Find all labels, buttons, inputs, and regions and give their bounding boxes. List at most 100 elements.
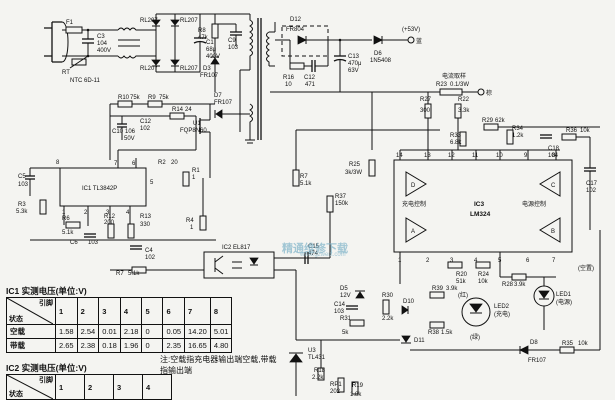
value-d7: FR107 bbox=[214, 100, 233, 106]
label-rl207-2: RL207 bbox=[180, 18, 198, 24]
value-r36: 10k bbox=[580, 128, 591, 134]
pin-ic1-8: 8 bbox=[56, 160, 60, 166]
value-c18: 104 bbox=[548, 153, 559, 159]
value-u1: FQP8N60 bbox=[180, 128, 207, 134]
value-r34: 1.2k bbox=[512, 133, 524, 139]
value-r2: 20 bbox=[171, 160, 178, 166]
value-c4: 102 bbox=[145, 255, 156, 261]
label-r31: R31 bbox=[340, 316, 352, 322]
value-d12: FR804 bbox=[286, 27, 305, 33]
output-terminal-negative bbox=[477, 88, 485, 96]
label-r30: R30 bbox=[382, 293, 394, 299]
pin-header: 8 bbox=[209, 297, 233, 325]
label-c12-out: C12 bbox=[304, 75, 316, 81]
primary-control-section: R10 75k R9 75k R14 24 C12 102 C10 106 50… bbox=[16, 95, 216, 277]
value-r24: 10k bbox=[478, 279, 489, 285]
label-d8: D8 bbox=[530, 340, 538, 346]
label-rl207-1: RL207 bbox=[140, 18, 158, 24]
pin-header: 1 bbox=[55, 374, 85, 400]
label-c10: C10 bbox=[112, 129, 124, 135]
ac-plug-icon bbox=[44, 21, 62, 63]
pin-ic1-7: 7 bbox=[114, 161, 118, 167]
value-c10: 106 bbox=[125, 129, 136, 135]
pin-header: 2 bbox=[76, 297, 100, 325]
pin-ic1-3: 3 bbox=[106, 210, 110, 216]
value-cell: 2.18 bbox=[119, 324, 143, 339]
label-c9: C9 bbox=[228, 38, 236, 44]
output-rectifier-section: D12 FR804 R16 10 C12 471 C13 470μ 63V D6… bbox=[270, 17, 492, 97]
value-cell: 0.05 bbox=[162, 324, 186, 339]
label-r39: R39 bbox=[432, 286, 444, 292]
value-cell: 2.65 bbox=[55, 338, 78, 353]
value-r8: 47k bbox=[198, 35, 209, 41]
output-terminal-positive bbox=[407, 36, 415, 44]
label-c15: C15 bbox=[308, 244, 320, 250]
value-r23: 0.1/3W bbox=[450, 82, 469, 88]
value-r20: 51k bbox=[456, 279, 467, 285]
label-charge-control: 充电控制 bbox=[402, 200, 426, 208]
pin-header: 4 bbox=[119, 297, 143, 325]
value-c10-voltage: 50V bbox=[124, 136, 135, 142]
label-r29: R29 bbox=[482, 118, 494, 124]
label-opamp-a: A bbox=[411, 229, 415, 235]
value-c13: 470μ bbox=[348, 61, 362, 67]
corner-state-label: 状态 bbox=[9, 391, 23, 398]
value-r35: 10k bbox=[578, 341, 589, 347]
label-r2: R2 bbox=[158, 160, 166, 166]
value-cell: 0.18 bbox=[98, 338, 121, 353]
label-r24: R24 bbox=[478, 272, 490, 278]
label-rl207-3: RL207 bbox=[140, 66, 158, 72]
value-c12: 102 bbox=[140, 126, 151, 132]
label-r28: R28 bbox=[502, 282, 514, 288]
mains-input-section: F1 C3 104 400V RT NTC 6D-11 RL207 RL207 bbox=[44, 13, 250, 119]
state-cell: 带载 bbox=[6, 338, 56, 353]
label-c18: C18 bbox=[548, 146, 560, 152]
pin-header: 7 bbox=[184, 297, 211, 325]
value-c15: 474 bbox=[308, 251, 319, 257]
value-rp1: 202 bbox=[330, 389, 341, 395]
value-c1: 68μ bbox=[206, 47, 217, 53]
value-r13: 330 bbox=[140, 222, 151, 228]
label-r8: R8 bbox=[198, 28, 206, 34]
choke-icon bbox=[117, 27, 140, 31]
label-c5: C5 bbox=[18, 174, 26, 180]
label-u3: U3 bbox=[308, 348, 316, 354]
label-c3: C3 bbox=[97, 34, 105, 40]
value-cell: 0 bbox=[141, 338, 164, 353]
value-r3: 5.3k bbox=[16, 209, 28, 215]
value-r33: 6.8k bbox=[450, 140, 462, 146]
label-rl207-4: RL207 bbox=[180, 66, 198, 72]
corner-state-label: 状态 bbox=[9, 316, 23, 323]
value-cell: 14.20 bbox=[184, 324, 211, 339]
value-r14: 24 bbox=[185, 107, 192, 113]
label-r34: R34 bbox=[512, 126, 524, 132]
footnote: 注:空载指充电器输出端空载,带载指输出端 bbox=[160, 355, 277, 375]
value-c3: 104 bbox=[97, 41, 108, 47]
value-r25: 3k/3W bbox=[345, 170, 362, 176]
label-led1: LED1 bbox=[556, 292, 572, 298]
label-f1: F1 bbox=[66, 20, 74, 26]
value-u3: TL431 bbox=[308, 355, 326, 361]
value-d3: FR107 bbox=[200, 73, 219, 79]
label-opamp-b: B bbox=[551, 229, 555, 235]
value-r9: 75k bbox=[159, 95, 170, 101]
value-cell: 1.96 bbox=[119, 338, 143, 353]
pin-ic3-8: 8 bbox=[552, 153, 556, 159]
value-r27: 300 bbox=[420, 108, 431, 114]
pin-header: 4 bbox=[142, 374, 172, 400]
ic2-table-title: IC2 实测电压(单位:V) bbox=[6, 363, 87, 373]
pin-ic3-4: 4 bbox=[474, 258, 478, 264]
value-d8: FR107 bbox=[528, 358, 547, 364]
value-c3-voltage: 400V bbox=[97, 48, 111, 54]
pin-header: 6 bbox=[162, 297, 186, 325]
value-cell: 4.80 bbox=[209, 338, 233, 353]
value-r39: 3.9k bbox=[446, 286, 458, 292]
value-r29: 62k bbox=[495, 118, 506, 124]
label-c13: C13 bbox=[348, 54, 360, 60]
value-c5: 103 bbox=[18, 182, 29, 188]
value-r19: 1.8k bbox=[350, 392, 362, 398]
label-r27: R27 bbox=[420, 97, 432, 103]
pin-ic1-5: 5 bbox=[150, 180, 154, 186]
label-shunt: 电流取样 bbox=[442, 72, 466, 80]
